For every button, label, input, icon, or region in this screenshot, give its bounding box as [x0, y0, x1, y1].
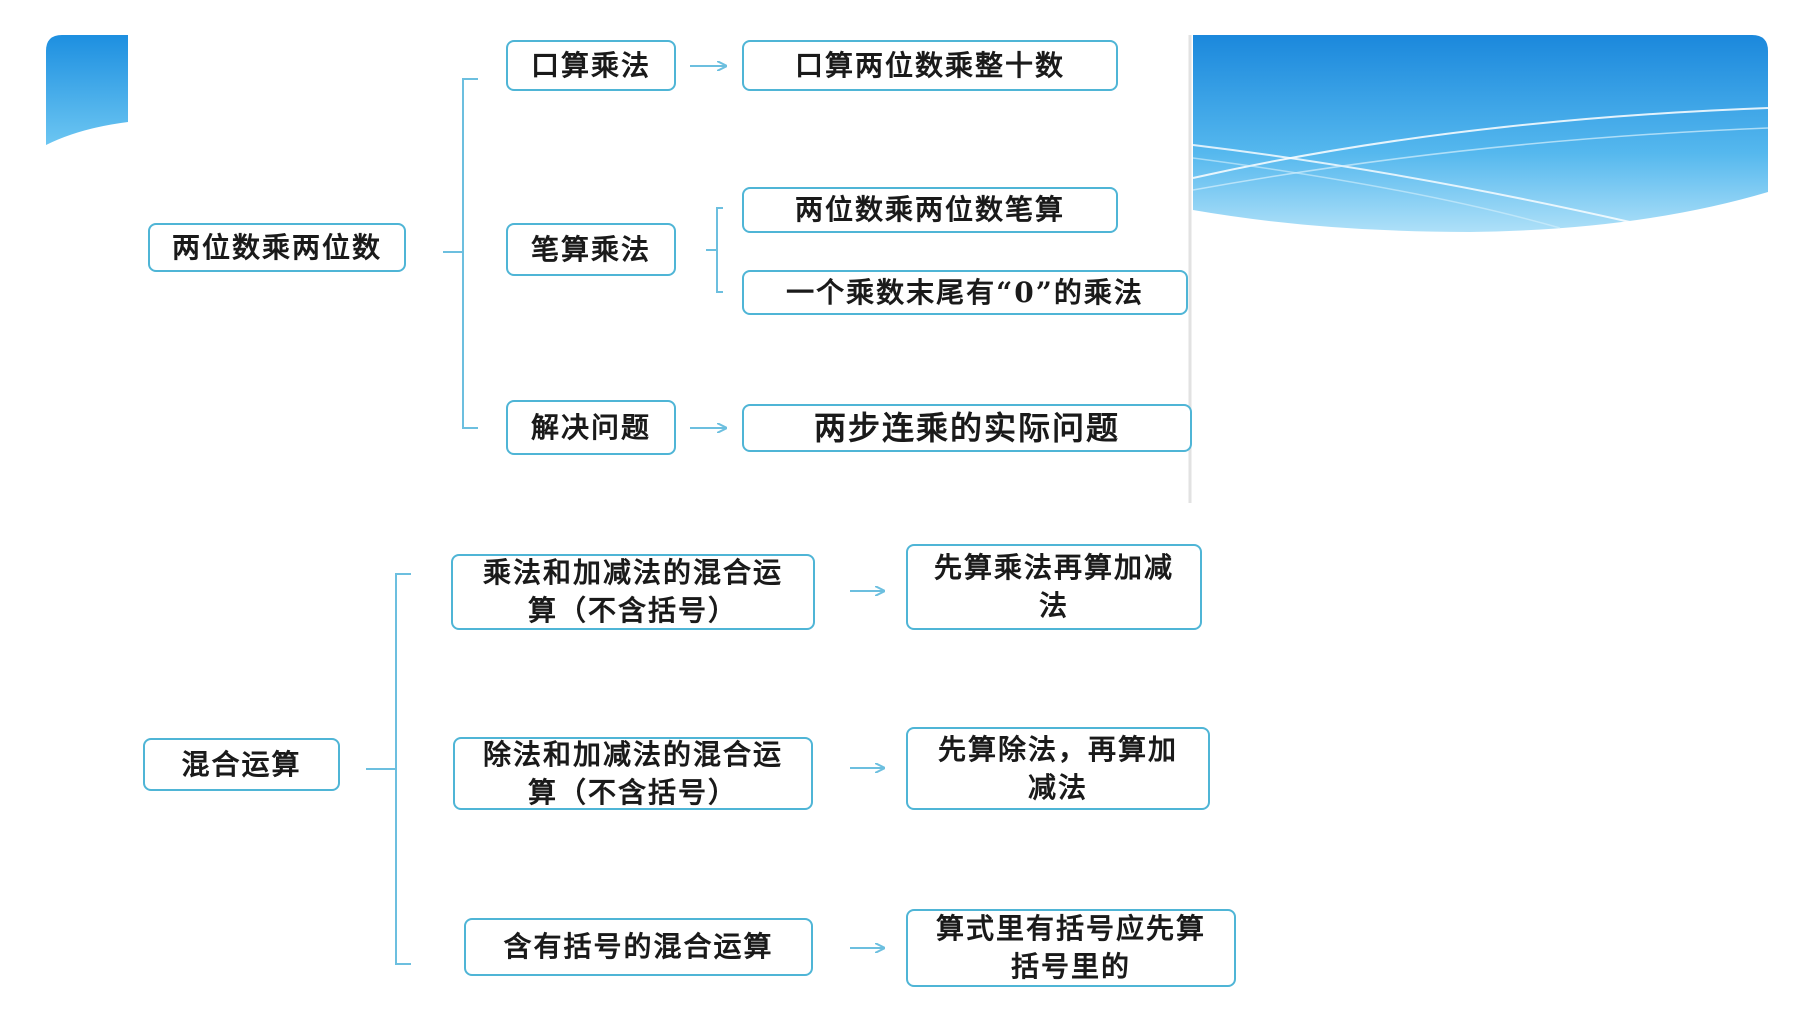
result-node-div-first: 先算除法，再算加减法 [906, 727, 1210, 810]
corner-wave-left [46, 35, 128, 145]
banner-swoosh-1 [1192, 107, 1769, 179]
result-node-written-calc: 两位数乘两位数笔算 [742, 187, 1118, 233]
root-node-mixed-operations: 混合运算 [143, 738, 340, 791]
section2-connectors [366, 573, 884, 965]
banner-swoosh-2 [1192, 144, 1631, 223]
branch-node-mental-multiplication: 口算乘法 [506, 40, 676, 91]
branch-node-mult-add-sub: 乘法和加减法的混合运算（不含括号） [451, 554, 815, 630]
banner-swoosh-4 [1192, 157, 1561, 229]
corner-wave-right [1193, 35, 1768, 232]
result-node-mult-first: 先算乘法再算加减法 [906, 544, 1202, 630]
banner-swoosh-3 [1192, 127, 1769, 191]
result-node-trailing-zero: 一个乘数末尾有“0”的乘法 [742, 270, 1188, 315]
branch-node-with-parentheses: 含有括号的混合运算 [464, 918, 813, 976]
root-node-two-digit-multiplication: 两位数乘两位数 [148, 223, 406, 272]
section1-connectors [443, 66, 726, 428]
branch-node-written-multiplication: 笔算乘法 [506, 223, 676, 276]
result-node-parentheses-first: 算式里有括号应先算括号里的 [906, 909, 1236, 987]
result-node-two-step-problem: 两步连乘的实际问题 [742, 404, 1192, 452]
branch-node-problem-solving: 解决问题 [506, 400, 676, 455]
result-node-mental-tens: 口算两位数乘整十数 [742, 40, 1118, 91]
branch-node-div-add-sub: 除法和加减法的混合运算（不含括号） [453, 737, 813, 810]
